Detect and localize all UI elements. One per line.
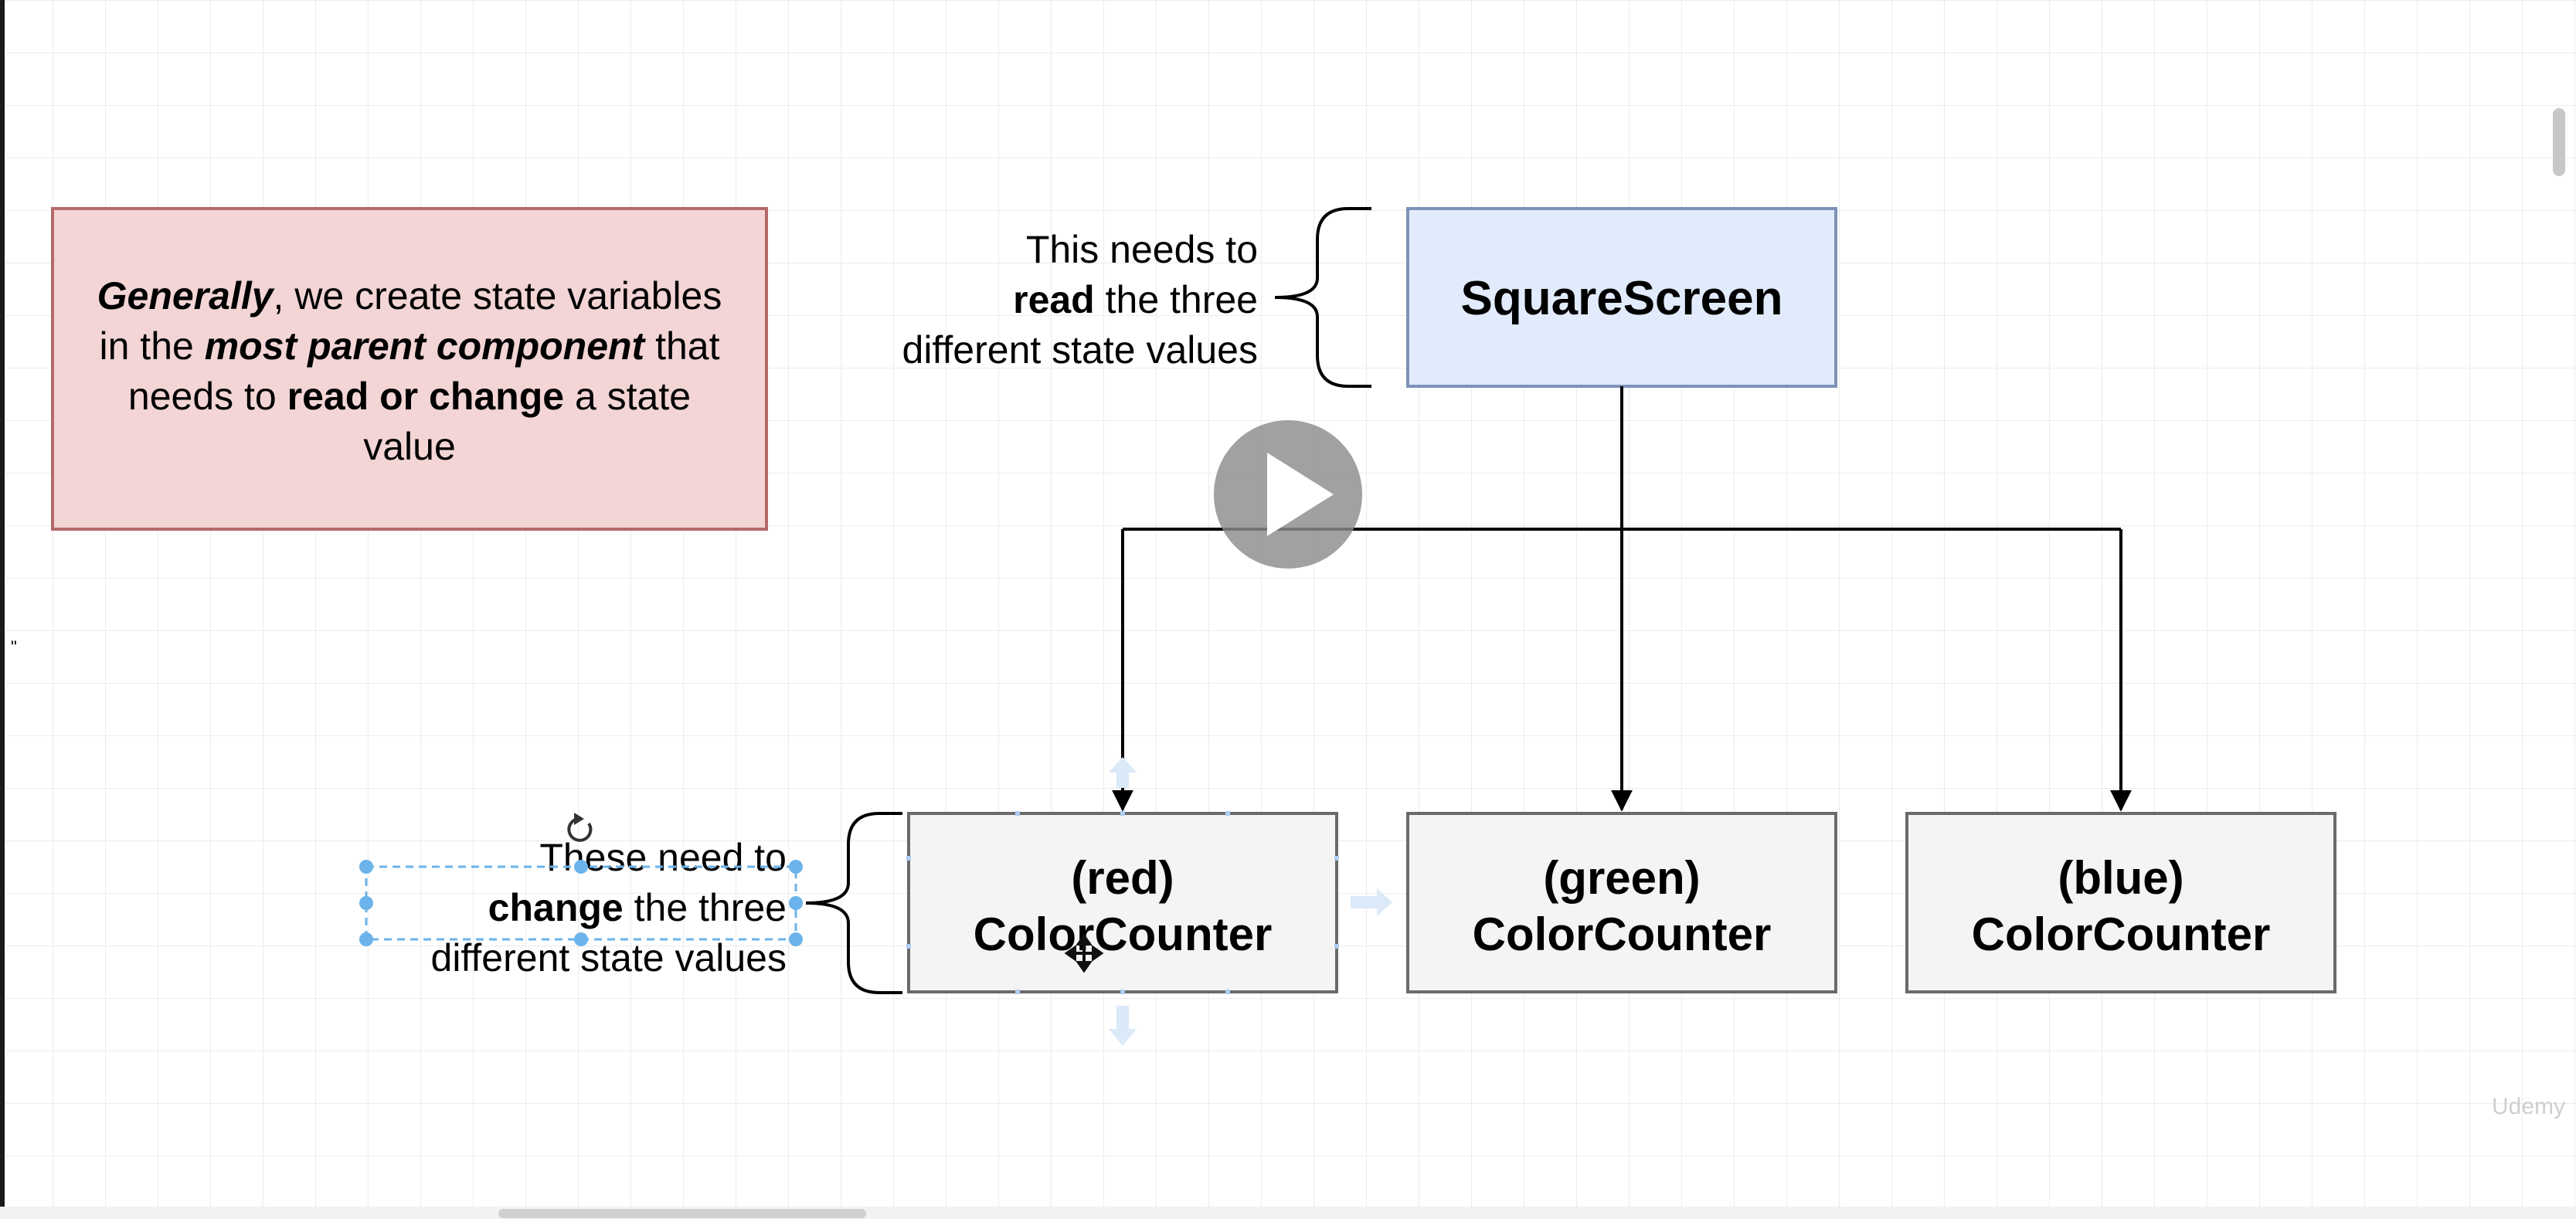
child-green-line-1: (green) [1543,852,1700,904]
children-annotation-line-2: change the three [488,886,787,929]
note-line-3: needs to read or change a state [128,375,691,418]
children-annotation[interactable]: These need to change the three different… [431,836,787,980]
left-edge [0,0,5,1219]
note-box[interactable]: Generally, we create state variables in … [51,207,768,531]
child-node-blue[interactable]: (blue) ColorCounter [1905,812,2336,993]
horizontal-scrollbar-track [0,1207,2576,1219]
parent-annotation-line-2: read the three [1013,278,1258,321]
children-brace [805,812,902,994]
move-cursor-icon [1064,933,1104,973]
selection-handles [906,811,1339,994]
parent-brace [1274,207,1371,388]
note-line-1: Generally, we create state variables [97,274,722,317]
child-red-line-1: (red) [1071,852,1174,904]
parent-annotation-line-1: This needs to [1026,228,1258,271]
child-blue-line-1: (blue) [2058,852,2183,904]
note-line-2: in the most parent component that [100,324,720,368]
child-node-green[interactable]: (green) ColorCounter [1406,812,1837,993]
side-marker: " [11,637,17,657]
parent-annotation[interactable]: This needs to read the three different s… [902,228,1258,372]
child-red-line-2: ColorCounter [974,908,1273,960]
child-green-line-2: ColorCounter [1473,908,1772,960]
play-button[interactable] [1214,420,1362,569]
annotation-selection-box[interactable] [359,860,803,946]
parent-annotation-line-3: different state values [902,328,1258,372]
hover-arrows[interactable] [1109,757,1392,1046]
vertical-scrollbar-thumb[interactable] [2553,108,2565,176]
child-node-red[interactable]: (red) ColorCounter [907,812,1338,993]
rotate-handle-icon[interactable] [567,813,593,842]
children-annotation-line-1: These need to [539,836,787,879]
play-icon [1267,453,1334,536]
squarescreen-label: SquareScreen [1461,272,1783,325]
child-blue-line-2: ColorCounter [1972,908,2271,960]
horizontal-scrollbar-thumb[interactable] [498,1209,866,1218]
squarescreen-node[interactable]: SquareScreen [1406,207,1837,388]
note-line-4: value [363,425,456,468]
udemy-watermark: Udemy [2492,1094,2565,1119]
children-annotation-line-3: different state values [431,936,787,980]
